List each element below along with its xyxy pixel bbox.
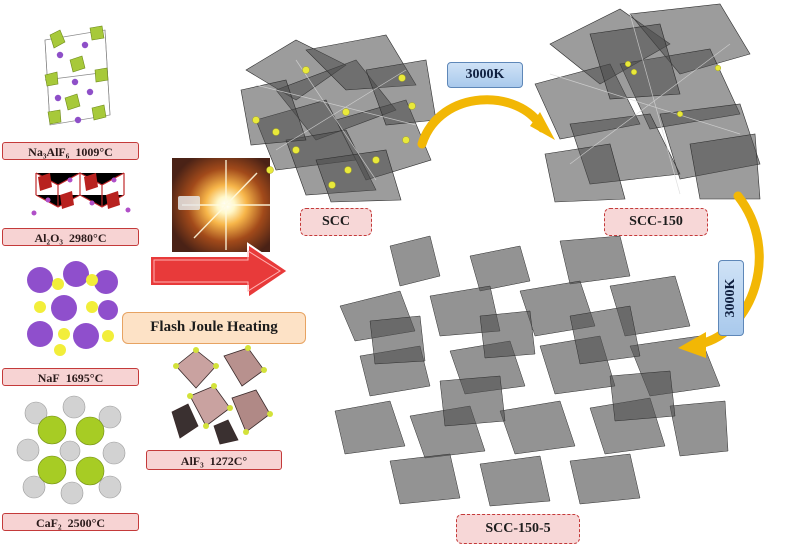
precursor-temp: 1272C° <box>209 454 248 468</box>
precursor-formula: NaF <box>37 371 60 385</box>
process-label: Flash Joule Heating <box>150 319 278 335</box>
sample-label-scc-150: SCC-150 <box>604 208 708 236</box>
precursor-label-al2o3: Al₂O₃ 2980°C <box>2 228 139 246</box>
precursor-temp: 1695°C <box>65 371 104 385</box>
alf3-structure <box>171 345 273 445</box>
sample-name: SCC <box>321 214 350 229</box>
precursor-temp: 1009°C <box>75 145 113 159</box>
flash-burst-image <box>172 158 270 252</box>
step-temp: 3000K <box>465 67 505 82</box>
sample-name: SCC-150-5 <box>485 521 551 536</box>
precursor-label-alf3: AlF₃ 1272C° <box>146 450 282 470</box>
na3alf6-structure <box>44 25 111 126</box>
flash-joule-heating-label: Flash Joule Heating <box>122 312 306 344</box>
scc-150-5-cluster <box>334 235 729 507</box>
precursor-formula: CaF₂ <box>35 516 62 530</box>
step-badge-2: 3000K <box>718 260 744 336</box>
sample-label-scc: SCC <box>300 208 372 236</box>
precursor-temp: 2500°C <box>67 516 106 530</box>
precursor-formula: AlF₃ <box>180 454 204 468</box>
naf-structure <box>27 261 118 356</box>
precursor-label-naf: NaF 1695°C <box>2 368 139 386</box>
curved-arrow-scc-to-scc150 <box>417 95 555 149</box>
scc-150-cluster <box>534 3 761 203</box>
precursor-label-na3alf6: Na₃AlF₆ 1009°C <box>2 142 139 160</box>
scc-cluster <box>240 34 437 203</box>
precursor-formula: Al₂O₃ <box>34 231 64 245</box>
al2o3-structure <box>31 172 131 216</box>
process-arrow <box>149 242 290 300</box>
step-badge-1: 3000K <box>447 62 523 88</box>
precursor-label-caf2: CaF₂ 2500°C <box>2 513 139 531</box>
caf2-structure <box>16 395 126 505</box>
precursor-temp: 2980°C <box>69 231 107 245</box>
curved-arrow-scc150-to-scc1505 <box>678 191 764 358</box>
precursor-formula: Na₃AlF₆ <box>28 145 70 159</box>
sample-name: SCC-150 <box>629 214 683 229</box>
sample-label-scc-150-5: SCC-150-5 <box>456 514 580 544</box>
step-temp: 3000K <box>723 278 738 318</box>
